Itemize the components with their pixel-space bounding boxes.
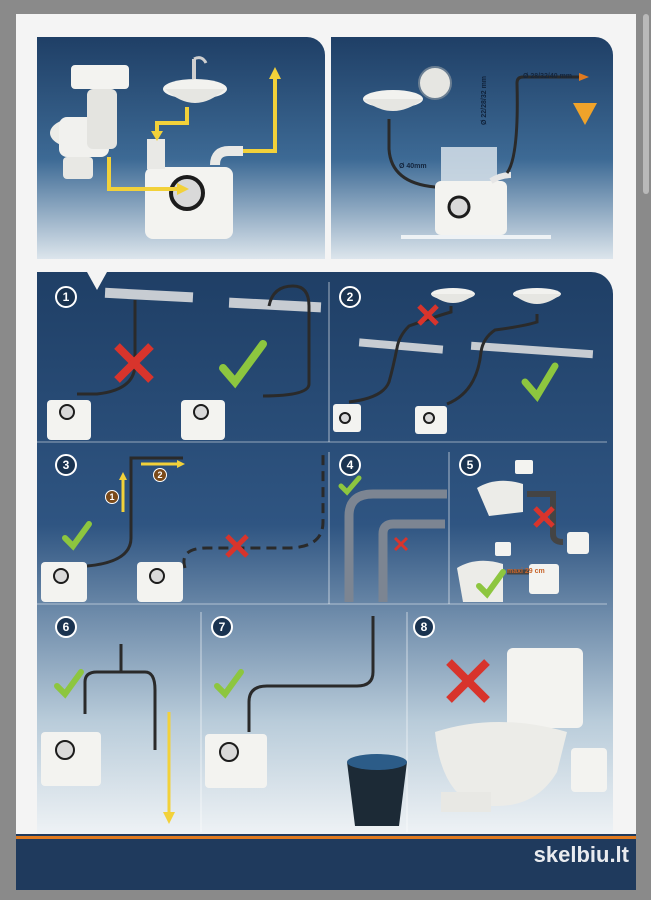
pipe-vertical-label: Ø 22/28/32 mm (481, 75, 488, 125)
toilet-icon (50, 65, 129, 179)
pipe-horizontal-label: Ø 28/32/40 mm (523, 73, 573, 80)
steps-panel: 1 2 3 4 5 6 7 8 1 2 maxi 29 cm (37, 272, 613, 834)
step-badge-2: 2 (339, 286, 361, 308)
intro-panel-right: Ø 40mm Ø 22/28/32 mm Ø 28/32/40 mm (331, 37, 613, 259)
step1-diagram (47, 284, 322, 440)
step6-diagram (41, 644, 175, 824)
step2-diagram (333, 288, 594, 434)
toilet-sink-pump-illustration (50, 56, 281, 239)
step-badge-1: 1 (55, 286, 77, 308)
intro-panel-left (37, 37, 325, 259)
step-badge-5: 5 (459, 454, 481, 476)
footer-accent-line (16, 836, 636, 839)
step-badge-3: 3 (55, 454, 77, 476)
sink-icon (163, 56, 227, 103)
watermark: skelbiu.lt (533, 842, 629, 867)
step8-diagram (435, 648, 607, 812)
flow-arrows (107, 77, 277, 191)
steps-illustration (37, 272, 607, 832)
step-badge-7: 7 (211, 616, 233, 638)
arrow-step-up: 1 (105, 490, 119, 504)
step7-diagram (205, 616, 407, 826)
step4-diagram (338, 475, 447, 602)
step-badge-6: 6 (55, 616, 77, 638)
step5-diagram (457, 460, 589, 602)
pipe-dimensions-illustration (363, 66, 597, 239)
pipe-40-label: Ø 40mm (399, 163, 427, 170)
footer-band (16, 834, 636, 890)
max-height-label: maxi 29 cm (507, 568, 545, 575)
step-badge-8: 8 (413, 616, 435, 638)
arrow-step-across: 2 (153, 468, 167, 482)
step3-diagram (41, 452, 325, 602)
scrollbar[interactable] (643, 14, 649, 194)
step-badge-4: 4 (339, 454, 361, 476)
